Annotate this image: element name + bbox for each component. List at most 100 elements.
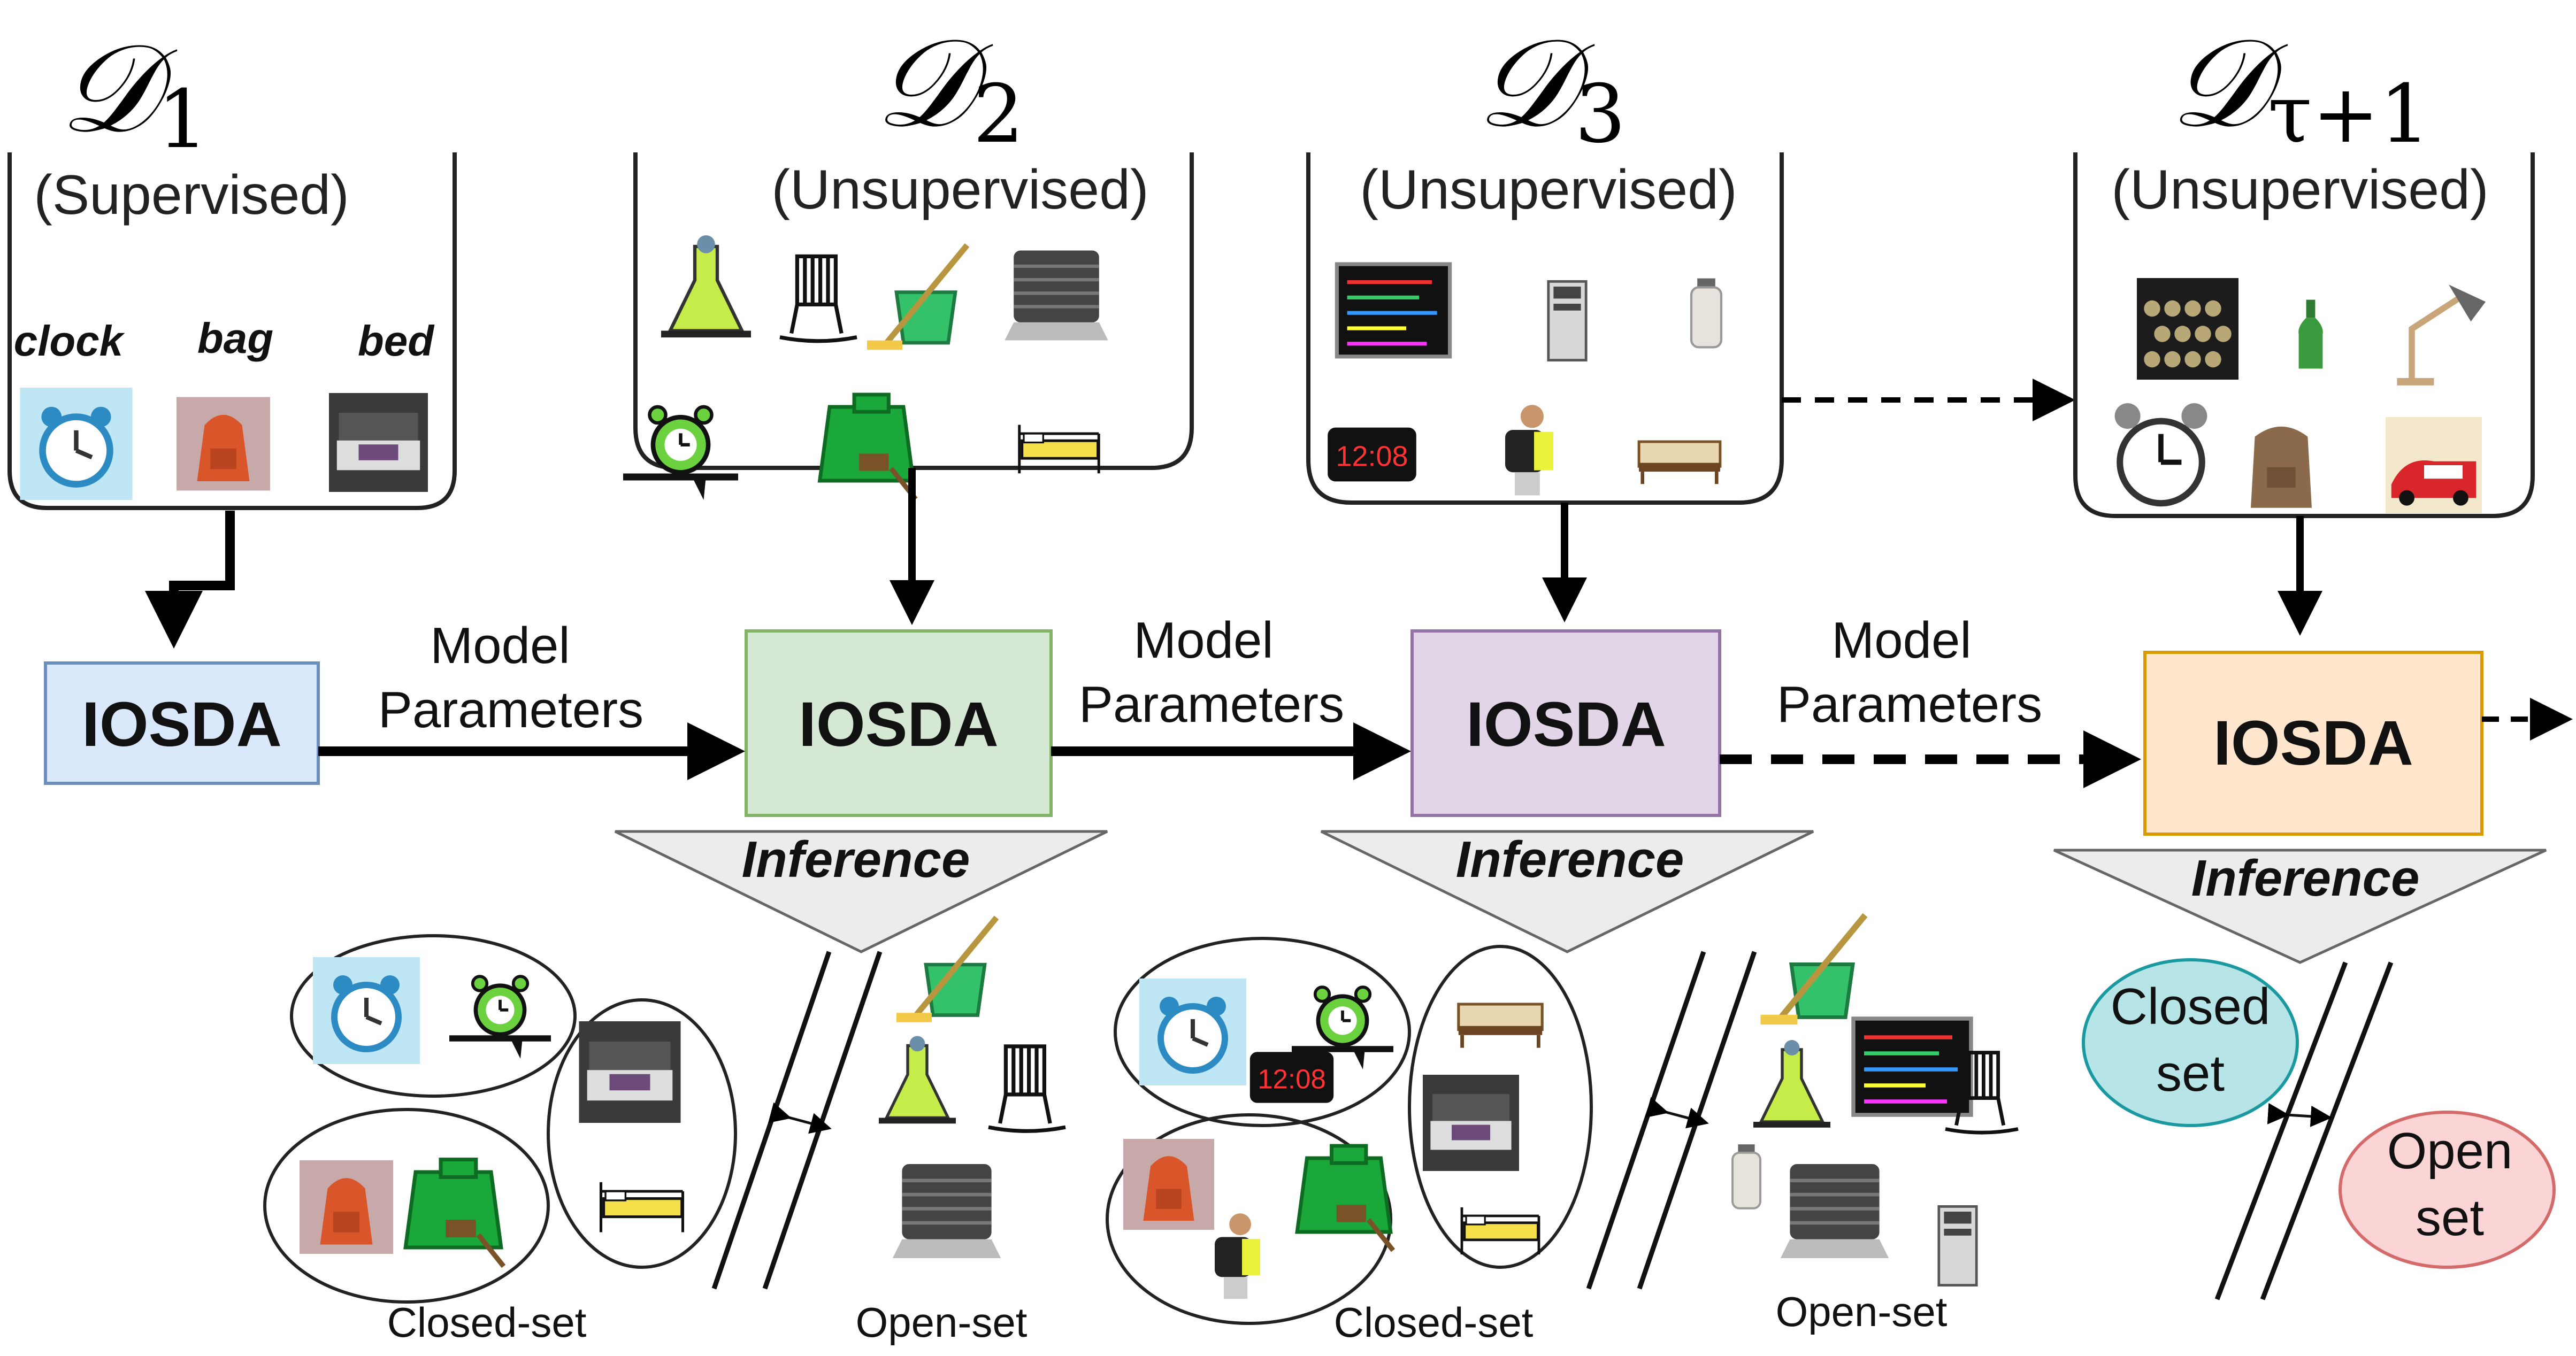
domain-3-panel bbox=[1306, 152, 1784, 505]
closed-cluster-clocks bbox=[1114, 937, 1411, 1127]
backpack-person-icon bbox=[1215, 1213, 1260, 1299]
iosda-block-4-box bbox=[2143, 651, 2483, 836]
pc-tower-icon bbox=[1548, 281, 1586, 360]
class-label-bed: bed bbox=[358, 317, 435, 365]
transfer-1: Model Parameters bbox=[318, 617, 745, 780]
domain-1-symbol: 𝒟1 bbox=[59, 18, 209, 166]
domain-tau-group: 𝒟τ+1 (Unsupervised) bbox=[2073, 12, 2535, 518]
class-label-clock: clock bbox=[14, 317, 125, 365]
alarm-clock-cartoon-icon bbox=[449, 976, 551, 1059]
green-bag-cartoon-icon bbox=[1297, 1146, 1393, 1251]
domain-2-mode: (Unsupervised) bbox=[771, 159, 1148, 221]
green-bottle-icon bbox=[2298, 299, 2323, 369]
transfer-3: Model Parameters bbox=[1720, 612, 2141, 788]
iosda-block-2: IOSDA bbox=[745, 629, 1053, 817]
domain-3-mode: (Unsupervised) bbox=[1360, 159, 1737, 221]
flask-cartoon-icon bbox=[879, 1036, 956, 1124]
iosda-block-2-box bbox=[745, 629, 1053, 817]
inference-3: Inference bbox=[1320, 830, 1814, 953]
inference-triangle-3 bbox=[1320, 830, 1814, 953]
bedroom-photo-icon bbox=[329, 393, 428, 492]
brown-backpack-icon bbox=[2251, 426, 2312, 508]
transfer-label-2-line1: Model bbox=[1133, 612, 1273, 669]
domain-3-group: 𝒟3 (Unsupervised) bbox=[1306, 12, 1784, 505]
separator-4b bbox=[2260, 961, 2394, 1300]
yellow-bed-icon bbox=[1462, 1207, 1539, 1254]
closed-cluster-bed bbox=[547, 998, 737, 1269]
flask-cartoon-icon bbox=[661, 235, 751, 337]
transfer-label-3-line2: Parameters bbox=[1777, 676, 2042, 733]
backpack-person-icon bbox=[1505, 405, 1553, 496]
water-bottle-icon bbox=[1691, 279, 1721, 348]
green-bag-cartoon-icon bbox=[820, 395, 916, 499]
bedroom-photo-icon bbox=[579, 1021, 681, 1123]
domain-tau-panel bbox=[2073, 152, 2535, 518]
rocking-chair-icon bbox=[780, 256, 857, 341]
domain-tau-symbol: 𝒟τ+1 bbox=[2169, 12, 2431, 161]
green-bag-cartoon-icon bbox=[405, 1160, 503, 1267]
clock-photo-icon bbox=[1139, 979, 1246, 1085]
class-label-bag: bag bbox=[197, 314, 273, 362]
open-set-bubble-line2: set bbox=[2416, 1189, 2484, 1246]
wooden-bed-icon bbox=[1459, 1004, 1542, 1048]
open-set-bubble-line1: Open bbox=[2387, 1122, 2513, 1180]
iosda-block-3: IOSDA bbox=[1410, 629, 1721, 817]
transfer-label-1-line1: Model bbox=[430, 617, 570, 674]
inference-triangle-2 bbox=[614, 830, 1108, 953]
transfer-label-3-line1: Model bbox=[1831, 612, 1971, 669]
kids-bed-icon bbox=[2386, 417, 2482, 513]
analog-alarm-clock-icon bbox=[2115, 403, 2207, 503]
margin-arrow-3 bbox=[1645, 1097, 1709, 1129]
margin-arrow-4 bbox=[2267, 1103, 2332, 1127]
closed-set-label-2: Closed-set bbox=[387, 1299, 587, 1346]
separator-2b bbox=[762, 951, 883, 1290]
output-3-group: Closed-set Open-set bbox=[1106, 915, 2018, 1346]
pc-tower-icon bbox=[1939, 1206, 1976, 1285]
flask-cartoon-icon bbox=[1753, 1040, 1830, 1128]
computer-fan-icon bbox=[1781, 1164, 1889, 1258]
desk-lamp-icon bbox=[2397, 284, 2486, 386]
closed-set-bubble-line1: Closed bbox=[2111, 978, 2271, 1035]
clock-photo-icon bbox=[20, 388, 133, 500]
transfer-label-2-line2: Parameters bbox=[1079, 676, 1344, 733]
iosda-block-3-label: IOSDA bbox=[1466, 689, 1666, 760]
iosda-block-4: IOSDA bbox=[2143, 651, 2483, 836]
bucket-mop-icon bbox=[867, 245, 967, 350]
batteries-icon bbox=[2137, 278, 2238, 380]
iosda-block-4-label: IOSDA bbox=[2213, 708, 2413, 779]
transfer-label-1-line2: Parameters bbox=[378, 681, 643, 738]
separator-3a bbox=[1586, 951, 1706, 1290]
separator-2a bbox=[711, 951, 832, 1290]
iosda-block-1: IOSDA bbox=[44, 661, 320, 785]
domain-tau-mode: (Unsupervised) bbox=[2111, 159, 2488, 221]
iosda-block-1-box bbox=[44, 661, 320, 785]
closed-cluster-bag bbox=[263, 1108, 550, 1304]
digital-clock-icon bbox=[1249, 1052, 1334, 1103]
transfer-2: Model Parameters bbox=[1051, 612, 1411, 780]
arrow-d1-to-iosda-1 bbox=[145, 511, 235, 649]
closed-set-label-3: Closed-set bbox=[1334, 1299, 1534, 1346]
open-set-label-2: Open-set bbox=[856, 1299, 1028, 1346]
closed-cluster-clock bbox=[290, 934, 577, 1098]
iosda-block-1-label: IOSDA bbox=[82, 689, 282, 760]
iosda-block-2-label: IOSDA bbox=[799, 689, 999, 760]
clock-photo-icon bbox=[313, 957, 420, 1064]
closed-set-bubble-line2: set bbox=[2156, 1045, 2225, 1102]
wooden-bed-icon bbox=[1639, 442, 1720, 484]
digital-clock-icon bbox=[1328, 427, 1416, 482]
domain-1-group: 𝒟1 (Supervised) clock bag bed bbox=[7, 18, 457, 510]
domain-1-mode: (Supervised) bbox=[34, 164, 349, 226]
output-2-group: Closed-set Open-set bbox=[263, 918, 1065, 1346]
calendar-board-icon bbox=[1337, 264, 1450, 357]
inference-label-2: Inference bbox=[742, 831, 970, 888]
backpack-photo-icon bbox=[300, 1160, 393, 1254]
computer-fan-icon bbox=[1005, 251, 1108, 341]
inference-label-3: Inference bbox=[1456, 831, 1684, 888]
yellow-bed-icon bbox=[601, 1182, 683, 1232]
inference-4: Inference bbox=[2053, 849, 2547, 964]
water-bottle-icon bbox=[1732, 1144, 1760, 1208]
inference-2: Inference bbox=[614, 830, 1108, 953]
open-set-bubble bbox=[2339, 1111, 2556, 1269]
open-set-label-3: Open-set bbox=[1776, 1288, 1948, 1335]
